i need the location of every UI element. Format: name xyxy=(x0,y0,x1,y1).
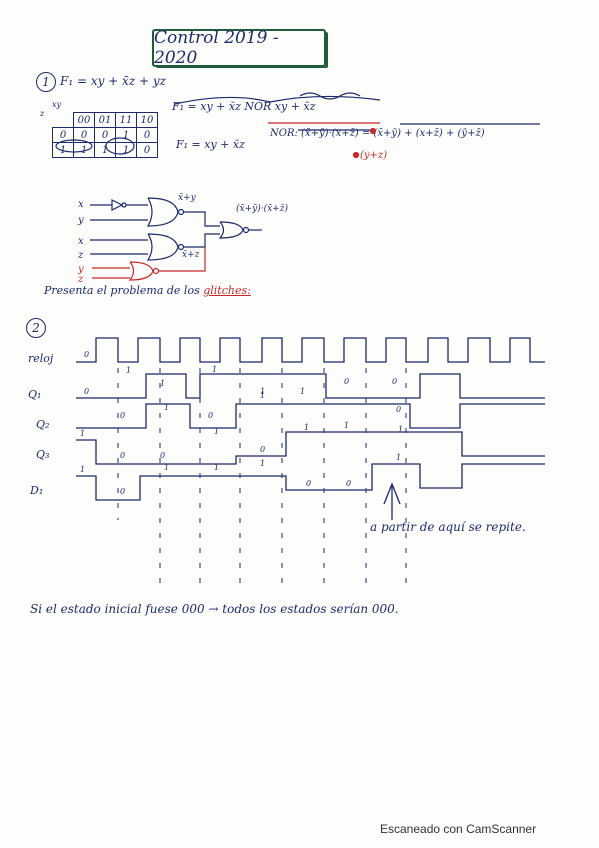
svg-text:1: 1 xyxy=(398,425,403,434)
svg-text:0: 0 xyxy=(344,377,349,386)
simplified-expr: F₁ = xy + x̄z xyxy=(176,138,245,151)
q1-formula: F₁ = xy + x̄z + yz xyxy=(60,74,166,88)
final-output-label: (x̄+ȳ)·(x̄+z̄) xyxy=(236,204,288,214)
svg-text:1: 1 xyxy=(212,365,217,374)
signal-label-q3: Q₃ xyxy=(36,448,50,461)
question-number-2: 2 xyxy=(26,318,46,338)
not-gate-icon xyxy=(111,199,124,211)
kmap-corner-left: z xyxy=(40,109,45,118)
nor-gate-icon xyxy=(146,233,179,261)
svg-text:1: 1 xyxy=(304,423,309,432)
kmap-group-loop xyxy=(105,137,135,155)
svg-text:1: 1 xyxy=(80,429,85,438)
wire xyxy=(184,233,220,248)
svg-text:0: 0 xyxy=(120,487,125,496)
svg-text:1: 1 xyxy=(126,366,131,375)
overline-scribble xyxy=(174,95,381,105)
glitch-sentence: Presenta el problema de los xyxy=(44,284,200,297)
svg-text:1: 1 xyxy=(164,403,169,412)
timing-guide-lines xyxy=(117,338,407,590)
svg-text:1: 1 xyxy=(160,379,165,388)
signal-label-q1: Q₁ xyxy=(28,388,42,401)
nor-gate-icon xyxy=(146,197,179,227)
wire xyxy=(184,211,220,227)
svg-text:1: 1 xyxy=(260,459,265,468)
kmap-cell: 1 xyxy=(73,142,95,158)
svg-text:1: 1 xyxy=(344,421,349,430)
kmap-corner-top: xy xyxy=(52,100,62,109)
glitch-word: glitches: xyxy=(203,284,251,297)
input-label: x xyxy=(78,236,84,247)
svg-text:0: 0 xyxy=(392,377,397,386)
gate-output-label: x̄+y xyxy=(178,193,196,203)
svg-text:1: 1 xyxy=(80,465,85,474)
red-wire xyxy=(159,247,206,272)
q2-signal xyxy=(76,403,545,429)
nor-gate-icon xyxy=(218,221,244,239)
page-title: Control 2019 - 2020 xyxy=(152,28,326,68)
double-negation-expr: F₁ = xy + x̄z NOR xy + x̄z xyxy=(172,100,316,113)
signal-label-q2: Q₂ xyxy=(36,418,50,431)
repeat-note: a partir de aquí se repite. xyxy=(370,520,526,534)
karnaugh-map: xy z 00 01 11 10 0 0 0 1 0 1 1 1 1 0 xyxy=(40,100,158,158)
svg-text:1: 1 xyxy=(214,427,219,436)
svg-text:1: 1 xyxy=(396,453,401,462)
svg-text:0: 0 xyxy=(346,479,351,488)
q3-signal xyxy=(76,431,545,465)
signal-label-d1: D₁ xyxy=(30,484,44,497)
d1-signal xyxy=(76,463,545,501)
glitch-text: Presenta el problema de los glitches: xyxy=(44,284,251,297)
nor-expression: NOR: (x̄+ȳ)·(x+z̄) = (x̄+ȳ) + (x+z̄) + (… xyxy=(270,128,485,139)
svg-text:1: 1 xyxy=(214,463,219,472)
svg-text:0: 0 xyxy=(306,479,311,488)
svg-text:1: 1 xyxy=(260,387,265,396)
q1-signal xyxy=(76,373,545,399)
svg-text:0: 0 xyxy=(396,405,401,414)
red-term: (y+z) xyxy=(360,150,388,161)
input-label: y xyxy=(78,264,84,275)
svg-text:0: 0 xyxy=(260,445,265,454)
overline-scribble xyxy=(299,92,361,100)
signal-label-reloj: reloj xyxy=(28,352,54,365)
final-note: Si el estado inicial fuese 000 → todos l… xyxy=(30,602,399,616)
input-label: z xyxy=(78,274,84,285)
svg-text:1: 1 xyxy=(260,391,265,400)
input-label: z xyxy=(78,250,84,261)
svg-text:0: 0 xyxy=(160,451,165,460)
timing-diagram xyxy=(76,337,545,520)
gate-output-label: x̄+z xyxy=(182,250,200,260)
svg-text:0: 0 xyxy=(120,411,125,420)
input-label: x xyxy=(78,199,84,210)
svg-text:1: 1 xyxy=(164,463,169,472)
red-nor-gate-icon xyxy=(128,261,154,281)
scanner-watermark: Escaneado con CamScanner xyxy=(380,822,537,836)
svg-text:0: 0 xyxy=(208,411,213,420)
question-number-1: 1 xyxy=(36,72,56,92)
svg-text:0: 0 xyxy=(120,451,125,460)
input-label: y xyxy=(78,215,84,226)
svg-text:0: 0 xyxy=(84,350,89,359)
svg-text:0: 0 xyxy=(84,387,89,396)
svg-text:1: 1 xyxy=(300,387,305,396)
clock-signal xyxy=(76,337,545,363)
kmap-cell: 0 xyxy=(136,142,158,158)
kmap-group-loop xyxy=(55,139,93,153)
